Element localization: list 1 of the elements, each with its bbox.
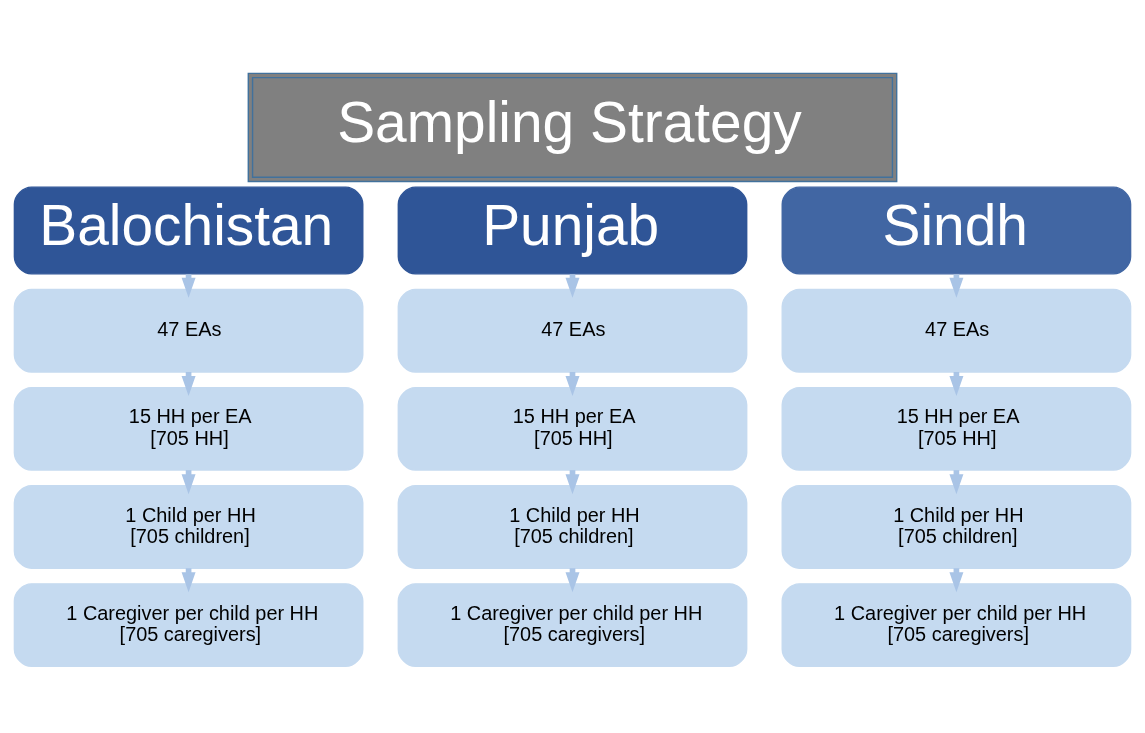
diagram-title: Sampling Strategy	[337, 90, 802, 154]
